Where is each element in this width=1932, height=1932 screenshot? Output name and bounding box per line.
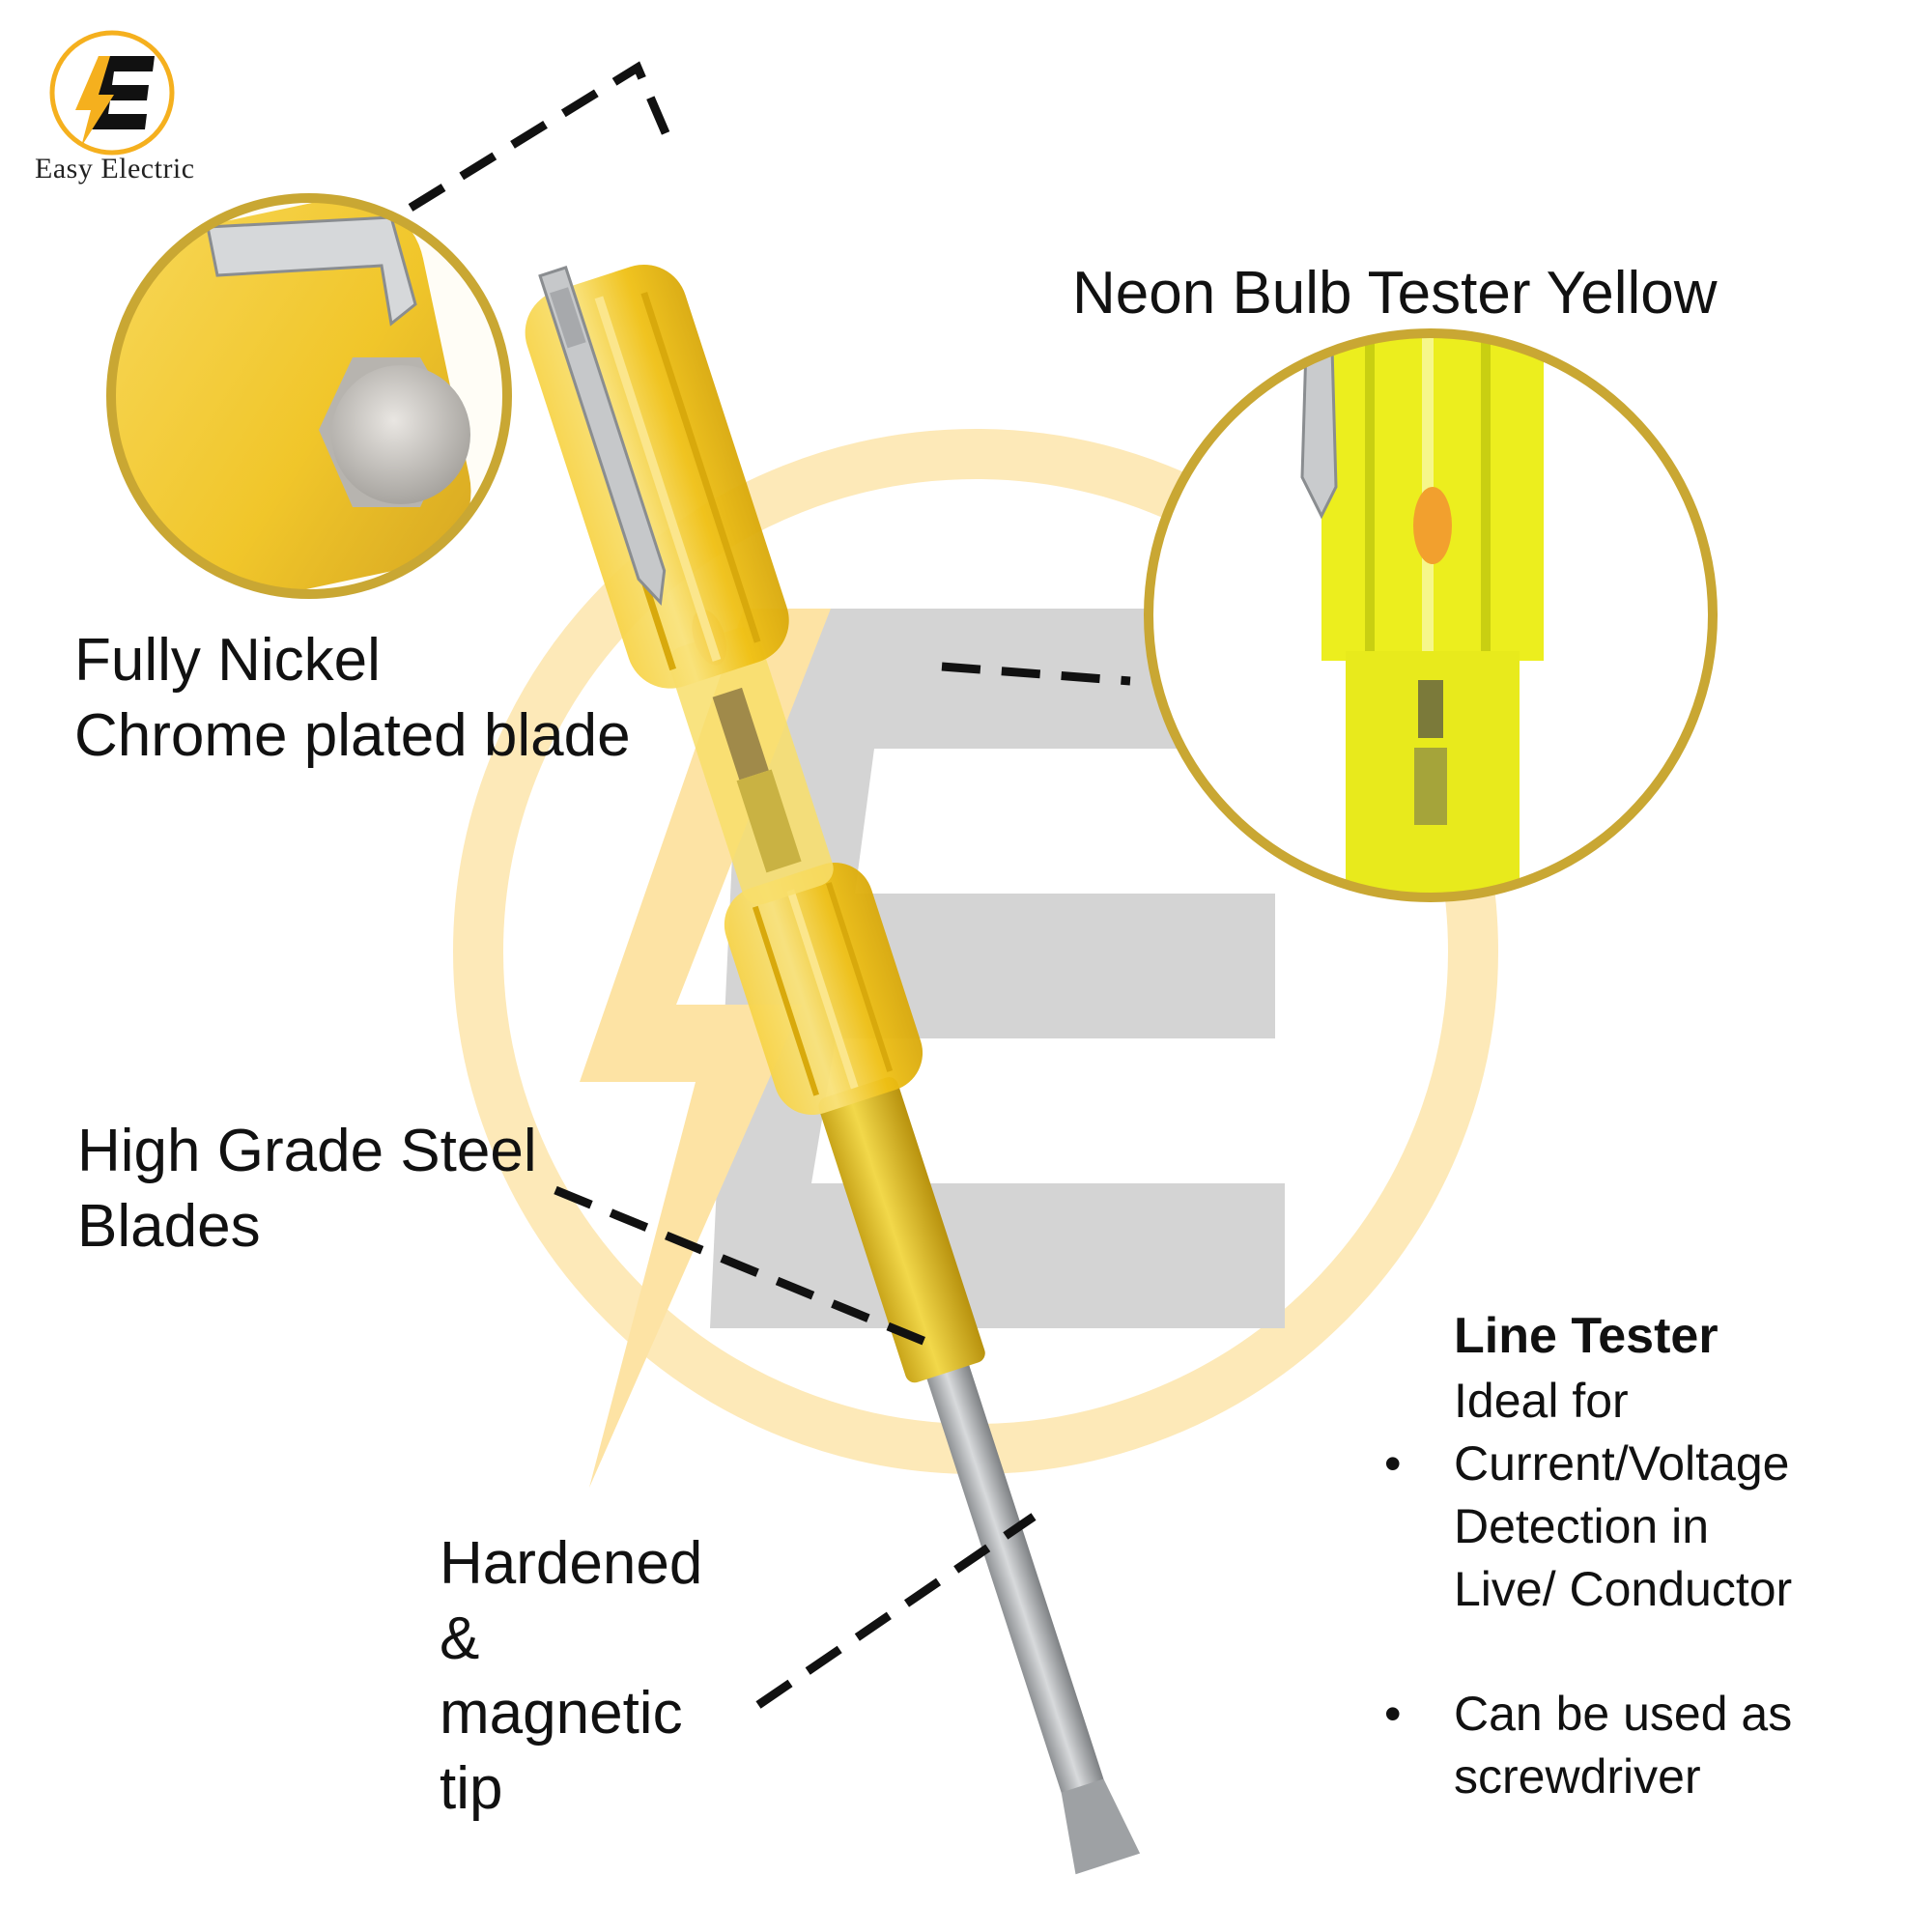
spring <box>712 687 769 781</box>
callout-tip-line4: tip <box>440 1754 503 1822</box>
bullet-icon: • <box>1384 1686 1402 1741</box>
callout-nickel: Fully Nickel Chrome plated blade <box>74 623 631 773</box>
callout-tip: Hardened & magnetic tip <box>440 1526 702 1826</box>
callout-neon: Neon Bulb Tester Yellow <box>1072 260 1718 327</box>
bullet-1-line1: Current/Voltage <box>1454 1435 1790 1491</box>
bullet-1-line2: Detection in <box>1454 1498 1710 1553</box>
contact-pin <box>736 769 802 873</box>
brand-logo <box>49 30 175 156</box>
list-item: • Can be used as screwdriver <box>1384 1683 1908 1808</box>
leader-steel <box>554 1185 937 1350</box>
zoomed-spring <box>1418 680 1443 738</box>
screwdriver-tip <box>1061 1778 1141 1875</box>
callout-steel: High Grade Steel Blades <box>77 1114 537 1264</box>
lightning-bolt-icon <box>75 56 114 147</box>
zoomed-contact <box>1414 748 1447 825</box>
callout-tip-line3: magnetic <box>440 1680 683 1747</box>
callout-nickel-line1: Fully Nickel <box>74 627 381 694</box>
zoom-circle-neon-bulb <box>1144 328 1718 902</box>
logo-e-letter <box>89 56 155 129</box>
leader-nickel <box>408 61 671 212</box>
bullet-2-line2: screwdriver <box>1454 1748 1701 1804</box>
callout-nickel-line2: Chrome plated blade <box>74 701 631 769</box>
metal-sleeve <box>818 1077 985 1383</box>
bullet-1-line3: Live/ Conductor <box>1454 1561 1793 1616</box>
zoom-circle-nickel-cap <box>106 193 512 599</box>
callout-steel-line1: High Grade Steel <box>77 1118 537 1184</box>
bullet-icon: • <box>1384 1435 1402 1491</box>
callout-tip-line1: Hardened <box>440 1530 703 1597</box>
watermark-bolt-icon <box>580 609 831 1488</box>
zoomed-cap <box>331 365 470 504</box>
leader-neon <box>941 662 1131 686</box>
info-title: Line Tester <box>1454 1308 1719 1364</box>
zoomed-handle <box>111 198 471 594</box>
info-bullets: • Current/Voltage Detection in Live/ Con… <box>1384 1433 1908 1808</box>
list-item: • Current/Voltage Detection in Live/ Con… <box>1384 1433 1908 1621</box>
pocket-clip <box>538 266 667 607</box>
watermark-e-letter <box>710 609 1285 1328</box>
zoomed-neon-bulb <box>1413 487 1452 564</box>
info-intro: Ideal for <box>1454 1373 1629 1428</box>
brand-name: Easy Electric <box>35 153 195 185</box>
info-block: Line Tester Ideal for • Current/Voltage … <box>1384 1304 1908 1808</box>
callout-steel-line2: Blades <box>77 1192 261 1260</box>
leader-tip <box>755 1513 1037 1709</box>
callout-tip-line2: & <box>440 1605 480 1672</box>
bullet-2-line1: Can be used as <box>1454 1686 1793 1741</box>
screwdriver-blade <box>923 1355 1116 1830</box>
